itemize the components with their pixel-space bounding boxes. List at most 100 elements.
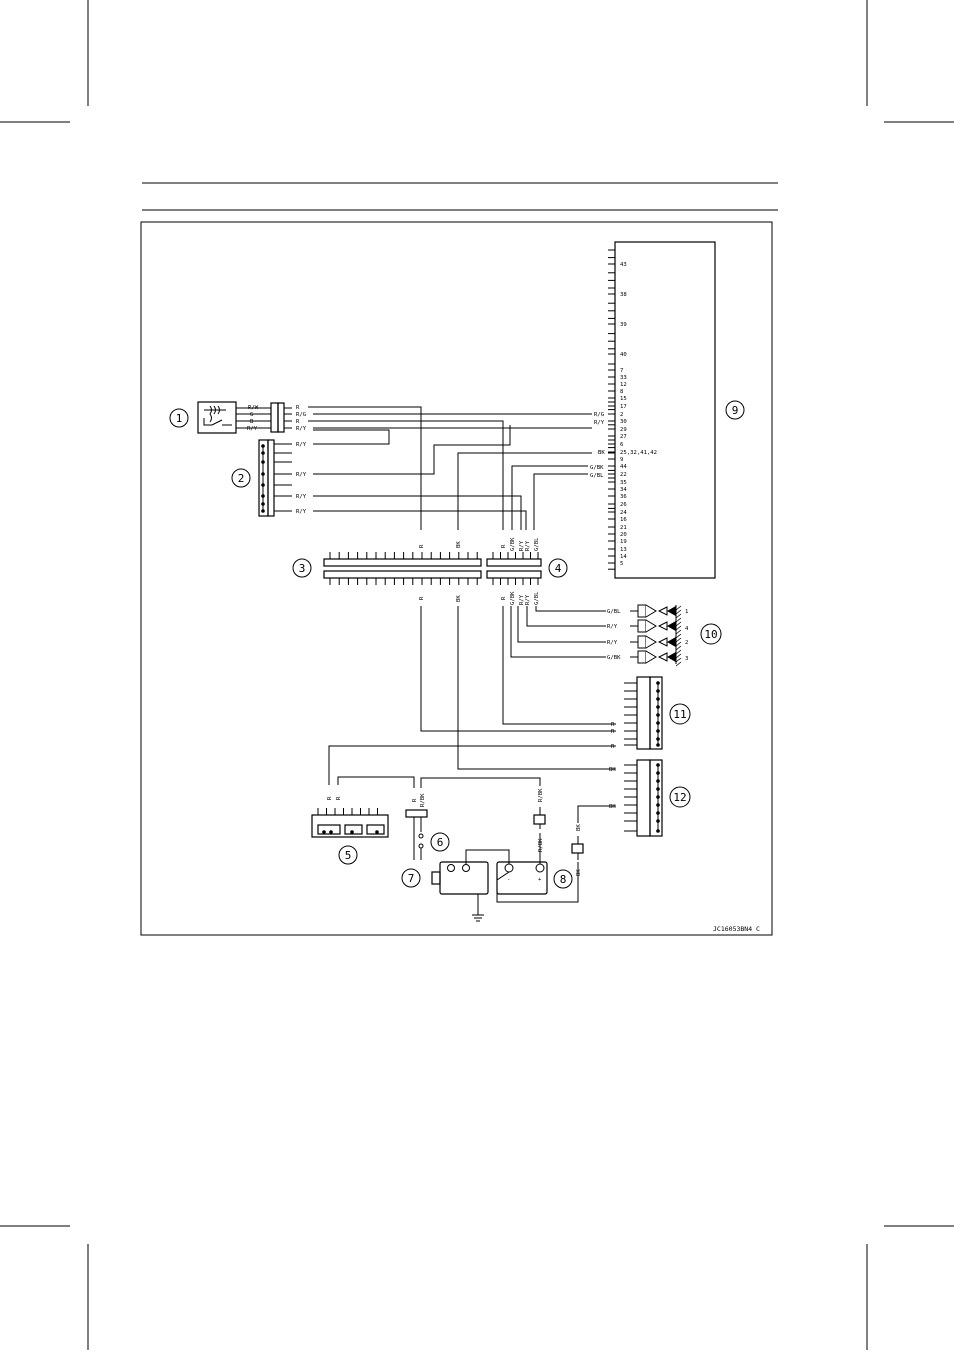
- ecu-pin-label: 2: [620, 412, 623, 418]
- conn11-label-1: R: [611, 729, 615, 735]
- callout-label-11: 11: [673, 708, 686, 721]
- junction-dot: [656, 829, 660, 833]
- joint-connector-4: [486, 558, 542, 579]
- j4-top-label-3: R/Y: [525, 540, 531, 551]
- junction-dot: [656, 721, 660, 725]
- injector-arrow: [657, 621, 668, 631]
- connector-11-12-pins: [624, 681, 660, 833]
- ground-hatch: [675, 605, 682, 667]
- j4-bottom-label-0: R: [501, 596, 507, 600]
- callout-8: 8: [553, 869, 573, 889]
- ecu-pin-label: 26: [620, 502, 627, 508]
- main-fuse: [405, 809, 428, 860]
- battery-fuse-plug: [533, 807, 546, 829]
- callout-label-12: 12: [673, 791, 686, 804]
- ecu-pin-label: 20: [620, 532, 627, 538]
- conn2-label-2: R/Y: [296, 494, 307, 500]
- j4-bottom-label-4: G/BL: [534, 591, 540, 605]
- junction-dot: [375, 830, 379, 834]
- hatch-line: [675, 653, 682, 659]
- inj-wire-label-3: G/BK: [607, 655, 621, 661]
- inj-num-0: 1: [685, 609, 688, 615]
- relay-label-0: R: [412, 798, 418, 802]
- ecu-pin-label: 19: [620, 539, 627, 545]
- injector-arrow: [657, 652, 668, 662]
- callout-label-9: 9: [732, 404, 739, 417]
- ecu-pin-label: 7: [620, 368, 623, 374]
- callout-5: 5: [338, 845, 358, 865]
- callout-label-6: 6: [437, 836, 444, 849]
- ecu-left-label-4: G/BL: [590, 473, 604, 479]
- hatch-line: [675, 605, 682, 611]
- hatch-line: [675, 625, 682, 631]
- ecu-pin-label: 43: [620, 262, 627, 268]
- inj-num-2: 2: [685, 640, 688, 646]
- junction-dot: [656, 743, 660, 747]
- ecu-pin-label: 34: [620, 487, 627, 493]
- fuse-ticks: [317, 808, 379, 834]
- callout-7: 7: [401, 868, 421, 888]
- starter-motor: [431, 861, 489, 922]
- ecu-pin-label: 38: [620, 292, 627, 298]
- j4-bottom-label-3: R/Y: [525, 594, 531, 605]
- junction-dot: [261, 509, 265, 513]
- ecu-left-label-3: G/BK: [590, 465, 604, 471]
- junction-dot: [261, 451, 265, 455]
- ecu-pin-label: 44: [620, 464, 627, 470]
- ecu-pin-label: 6: [620, 442, 623, 448]
- conn2-dots: [261, 444, 265, 513]
- callout-label-3: 3: [299, 562, 306, 575]
- hatch-line: [675, 633, 682, 639]
- sw1-left-label-1: G: [250, 412, 254, 418]
- ecu-pin-label: 27: [620, 434, 627, 440]
- batt-term-0: -: [507, 877, 510, 883]
- junction-dot: [656, 795, 660, 799]
- callout-3: 3: [292, 558, 312, 578]
- callout-2: 2: [231, 468, 251, 488]
- conn11-label-2: R: [611, 744, 615, 750]
- hatch-line: [675, 629, 682, 635]
- joint-connector-3: [323, 558, 482, 579]
- junction-dot: [261, 483, 265, 487]
- callout-12: 12: [669, 786, 691, 808]
- junction-dot: [656, 811, 660, 815]
- ecu-pin-label: 22: [620, 472, 627, 478]
- ecu-pin-label: 12: [620, 382, 627, 388]
- injector-arrow: [666, 637, 676, 647]
- junction-dot: [656, 779, 660, 783]
- injector-arrow: [657, 637, 668, 647]
- callout-label-2: 2: [238, 472, 245, 485]
- ecu-pin-label: 8: [620, 389, 624, 395]
- sw1-right-label-0: R: [296, 405, 300, 411]
- ecu-pin-label: 40: [620, 352, 627, 358]
- conn11-label-0: R: [611, 722, 615, 728]
- hatch-line: [675, 657, 682, 663]
- junction-dot: [656, 705, 660, 709]
- injector-body: [637, 604, 647, 618]
- ecu-pin-label: 36: [620, 494, 627, 500]
- hatch-line: [675, 661, 682, 667]
- junction-dot: [656, 771, 660, 775]
- ecu-left-label-1: R/Y: [594, 420, 605, 426]
- callout-10: 10: [700, 623, 722, 645]
- ecu-pin-label: 24: [620, 510, 627, 516]
- conn2-label-0: R/Y: [296, 442, 307, 448]
- figure-frame: [140, 221, 773, 936]
- callout-label-5: 5: [345, 849, 352, 862]
- joint-ticks: [329, 552, 539, 585]
- j3-top-label-0: R: [419, 544, 425, 548]
- ecu-pin-label: 5: [620, 561, 623, 567]
- j3-top-label-1: BK: [456, 541, 462, 548]
- injector-nozzle: [645, 619, 657, 633]
- junction-dot: [656, 713, 660, 717]
- callout-1: 1: [169, 408, 189, 428]
- j4-top-label-4: G/BL: [534, 537, 540, 551]
- injector-group: [630, 604, 676, 664]
- conn2-label-3: R/Y: [296, 509, 307, 515]
- joint-connector-12: [636, 759, 663, 837]
- harness-lower-wires: [328, 606, 616, 823]
- junction-dot: [656, 787, 660, 791]
- ecu-pin-label: 15: [620, 396, 627, 402]
